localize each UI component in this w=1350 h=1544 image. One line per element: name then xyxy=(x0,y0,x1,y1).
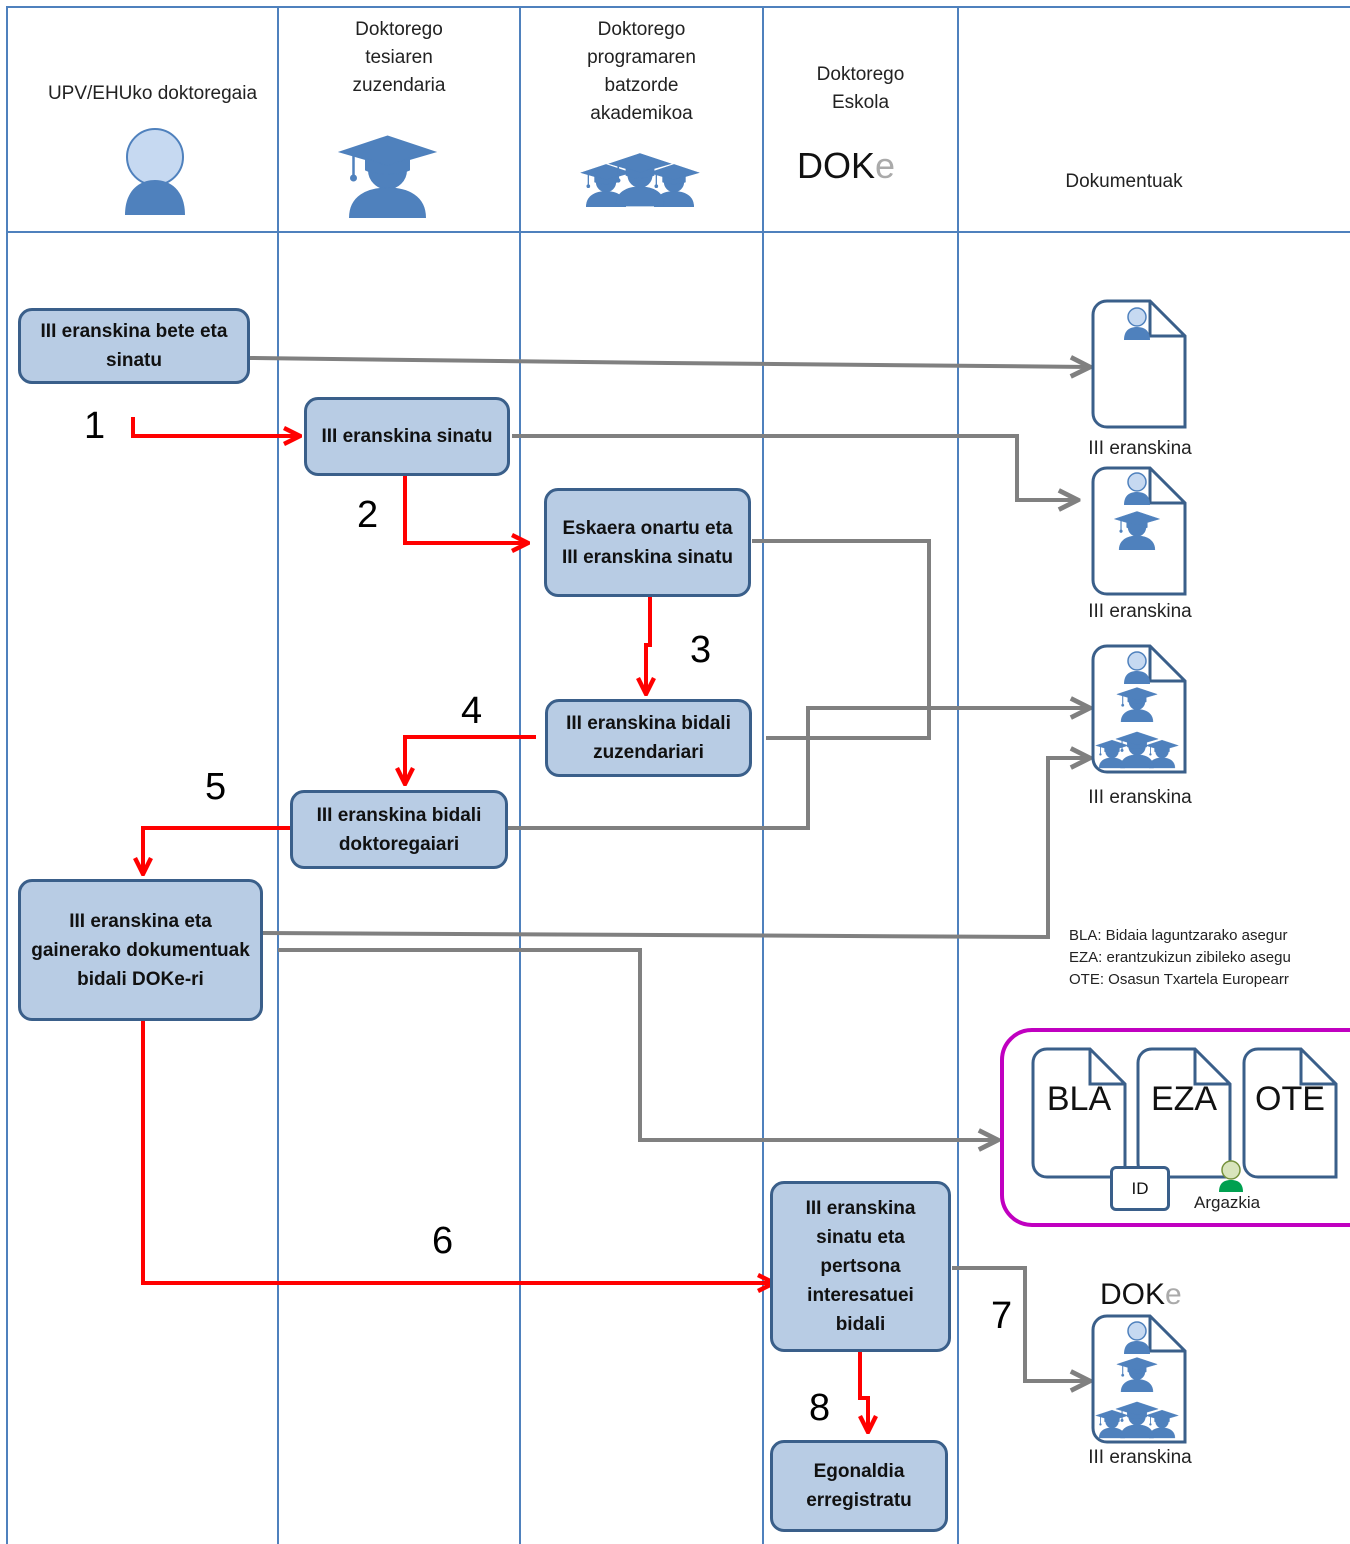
lane-header-school-line: Doktorego xyxy=(816,64,905,85)
step-number-8: 8 xyxy=(809,1387,831,1429)
id-card-label: ID xyxy=(1131,1178,1149,1198)
step-sign-send-interested-label: III eranskina sinatu eta pertsona intere… xyxy=(805,1198,916,1335)
header-divider xyxy=(6,231,1350,233)
doke-logo-prefix: DOK xyxy=(1100,1278,1166,1311)
bundle-docs xyxy=(1031,1047,1338,1179)
step-fill-sign-label: III eranskina bete eta sinatu xyxy=(40,321,228,371)
lane-header-director: Doktorego tesiaren zuzendaria xyxy=(279,16,519,100)
lane-header-documents-text: Dokumentuak xyxy=(1065,171,1183,192)
flow-arrow-1 xyxy=(131,417,300,436)
lane-header-candidate: UPV/EHUko doktoregaia xyxy=(30,80,275,108)
flow-arrows xyxy=(131,417,868,1432)
candidate-person-icon xyxy=(125,128,185,215)
legend: BLA: Bidaia laguntzarako asegur EZA: era… xyxy=(1069,925,1350,991)
legend-item-ote: OTE: Osasun Txartela Europearr xyxy=(1069,971,1289,988)
lane-header-committee-line: Doktorego xyxy=(597,19,686,40)
step-number-7: 7 xyxy=(991,1295,1013,1337)
doc-arrow-2 xyxy=(512,434,1078,500)
lane-header-committee-line: programaren xyxy=(587,47,696,68)
lane-header-director-line: Doktorego xyxy=(355,19,443,40)
doc-arrow-bundle xyxy=(278,948,998,1140)
lane-header-committee-line: batzorde xyxy=(604,75,679,96)
committee-group-icon xyxy=(580,152,700,207)
doc-arrow-3a xyxy=(752,539,931,740)
document-arrows xyxy=(249,358,1090,1381)
document-label-4: III eranskina xyxy=(1088,1447,1192,1468)
flow-arrow-3 xyxy=(646,597,650,694)
doke-logo-suffix: e xyxy=(875,145,896,186)
flow-arrow-6 xyxy=(141,1021,774,1283)
bundle-doc-eza: EZA xyxy=(1150,1080,1218,1118)
lane-header-documents: Dokumentuak xyxy=(959,168,1289,196)
doc-arrow-7 xyxy=(952,1266,1090,1381)
document-label-3: III eranskina xyxy=(1088,787,1192,808)
lane-header-candidate-text: UPV/EHUko doktoregaia xyxy=(47,83,258,104)
photo-label: Argazkia xyxy=(1194,1193,1261,1212)
director-graduate-icon xyxy=(337,134,438,218)
flow-arrow-2 xyxy=(403,476,528,543)
step-send-doke: III eranskina eta gainerako dokumentuak … xyxy=(18,879,263,1021)
step-send-director: III eranskina bidali zuzendariari xyxy=(545,699,752,777)
step-approve-sign-label: Eskaera onartu eta III eranskina sinatu xyxy=(561,517,734,568)
doke-logo-final: DOKe xyxy=(1100,1278,1182,1312)
flow-arrow-8 xyxy=(858,1352,868,1432)
step-director-sign: III eranskina sinatu xyxy=(304,397,510,476)
frame-left-line xyxy=(6,6,8,1544)
step-register-stay: Egonaldia erregistratu xyxy=(770,1440,948,1532)
step-number-5: 5 xyxy=(205,766,227,808)
step-number-4: 4 xyxy=(461,690,483,732)
step-number-3: 3 xyxy=(690,629,712,671)
lane-divider-1 xyxy=(277,6,279,1544)
id-card: ID xyxy=(1110,1166,1170,1211)
document-icon-4 xyxy=(1091,1314,1187,1444)
document-label-2: III eranskina xyxy=(1088,601,1192,622)
step-send-doke-label: III eranskina eta gainerako dokumentuak … xyxy=(31,910,250,990)
flow-arrow-4 xyxy=(405,735,536,784)
step-number-2: 2 xyxy=(357,494,379,536)
frame-top-line xyxy=(6,6,1350,8)
doke-logo-header: DOKe xyxy=(797,145,895,187)
step-sign-send-interested: III eranskina sinatu eta pertsona intere… xyxy=(770,1181,951,1352)
step-register-stay-label: Egonaldia erregistratu xyxy=(806,1461,912,1511)
flow-arrow-5 xyxy=(143,826,290,874)
legend-item-bla: BLA: Bidaia laguntzarako asegur xyxy=(1069,927,1288,944)
lane-header-director-line: tesiaren xyxy=(365,47,433,68)
step-approve-sign: Eskaera onartu eta III eranskina sinatu xyxy=(544,488,751,597)
bundle-doc-bla: BLA xyxy=(1046,1080,1112,1118)
document-icon-3 xyxy=(1091,644,1187,774)
step-send-director-label: III eranskina bidali zuzendariari xyxy=(566,713,731,763)
lane-header-committee-line: akademikoa xyxy=(590,103,693,124)
lane-divider-3 xyxy=(762,6,764,1544)
doke-logo-prefix: DOK xyxy=(797,145,876,186)
lane-header-director-line: zuzendaria xyxy=(352,75,446,96)
document-label-1: III eranskina xyxy=(1088,438,1192,459)
step-number-1: 1 xyxy=(84,405,106,447)
lane-divider-4 xyxy=(957,6,959,1544)
doc-arrow-6 xyxy=(262,758,1090,940)
step-director-sign-label: III eranskina sinatu xyxy=(321,426,493,447)
lane-header-school-line: Eskola xyxy=(831,92,890,113)
step-send-candidate: III eranskina bidali doktoregaiari xyxy=(290,790,508,869)
doc-arrow-1 xyxy=(249,358,1090,367)
lane-header-committee: Doktorego programaren batzorde akademiko… xyxy=(521,16,762,128)
step-number-6: 6 xyxy=(432,1220,454,1262)
step-fill-sign: III eranskina bete eta sinatu xyxy=(18,308,250,384)
legend-item-eza: EZA: erantzukizun zibileko asegu xyxy=(1069,949,1291,966)
lane-header-school: Doktorego Eskola xyxy=(764,61,957,117)
lane-divider-2 xyxy=(519,6,521,1544)
document-icon-1 xyxy=(1091,299,1187,429)
doc-arrow-3b xyxy=(508,708,1090,830)
photo-person-icon xyxy=(1219,1160,1243,1192)
bundle-doc-ote: OTE xyxy=(1255,1080,1325,1118)
document-icon-2 xyxy=(1091,466,1187,596)
step-send-candidate-label: III eranskina bidali doktoregaiari xyxy=(316,804,482,855)
doke-logo-suffix: e xyxy=(1165,1278,1182,1311)
